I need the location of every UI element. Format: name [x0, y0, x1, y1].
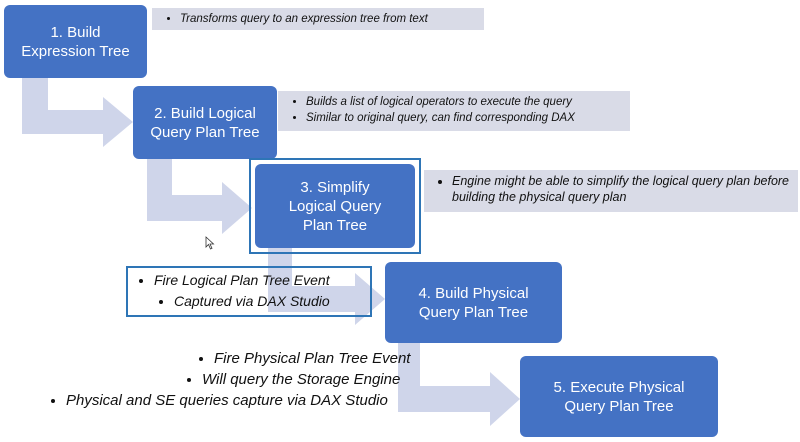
note-item: Engine might be able to simplify the log… — [452, 173, 792, 205]
note-item: Transforms query to an expression tree f… — [180, 11, 478, 27]
logical-event-highlight-frame — [126, 266, 372, 317]
step-label: 3. Simplify Logical Query Plan Tree — [288, 178, 382, 234]
logical-event-item: Fire Logical Plan Tree Event — [154, 270, 372, 291]
logical-event-list: Fire Logical Plan Tree Event Captured vi… — [132, 270, 372, 312]
physical-event-item: Will query the Storage Engine — [202, 369, 514, 390]
step-label: 5. Execute Physical Query Plan Tree — [553, 378, 685, 415]
arrow-4-to-5 — [398, 343, 520, 426]
arrow-1-to-2 — [22, 78, 133, 147]
logical-event-item: Captured via DAX Studio — [174, 291, 372, 312]
step-execute-physical-query-plan-tree: 5. Execute Physical Query Plan Tree — [520, 356, 718, 437]
arrow-3-to-4 — [268, 248, 385, 325]
step-label: 1. Build Expression Tree — [21, 23, 130, 60]
physical-event-item: Physical and SE queries capture via DAX … — [66, 390, 514, 411]
note-step-3: Engine might be able to simplify the log… — [424, 170, 798, 212]
mouse-cursor-icon — [205, 236, 215, 250]
physical-event-item: Fire Physical Plan Tree Event — [214, 348, 514, 369]
step-3-highlight-frame — [249, 158, 421, 254]
step-build-expression-tree: 1. Build Expression Tree — [4, 5, 147, 78]
note-item: Builds a list of logical operators to ex… — [306, 94, 624, 110]
note-step-1: Transforms query to an expression tree f… — [152, 8, 484, 30]
note-step-2: Builds a list of logical operators to ex… — [278, 91, 630, 131]
note-item: Similar to original query, can find corr… — [306, 110, 624, 126]
arrow-2-to-3 — [147, 159, 252, 234]
step-build-logical-query-plan-tree: 2. Build Logical Query Plan Tree — [133, 86, 277, 159]
step-label: 4. Build Physical Query Plan Tree — [418, 284, 529, 321]
physical-event-list: Fire Physical Plan Tree Event Will query… — [44, 348, 514, 411]
step-build-physical-query-plan-tree: 4. Build Physical Query Plan Tree — [385, 262, 562, 343]
step-label: 2. Build Logical Query Plan Tree — [150, 104, 260, 141]
step-simplify-logical-query-plan-tree: 3. Simplify Logical Query Plan Tree — [255, 164, 415, 248]
